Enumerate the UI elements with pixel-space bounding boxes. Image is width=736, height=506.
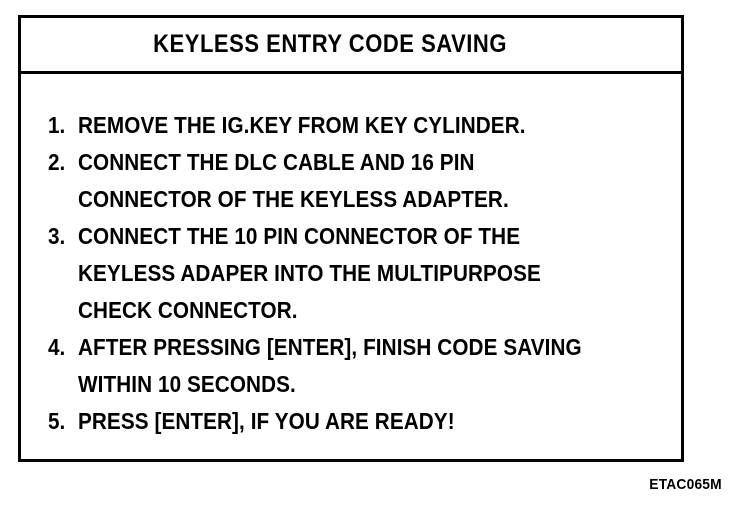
list-item: 3. CONNECT THE 10 PIN CONNECTOR OF THE	[48, 221, 681, 258]
list-item-text: CONNECTOR OF THE KEYLESS ADAPTER.	[78, 186, 509, 212]
list-item-number: 4.	[48, 334, 66, 360]
list-item: WITHIN 10 SECONDS.	[48, 369, 681, 406]
list-item: CHECK CONNECTOR.	[48, 295, 681, 332]
list-item-text: AFTER PRESSING [ENTER], FINISH CODE SAVI…	[78, 334, 582, 360]
list-item: 5. PRESS [ENTER], IF YOU ARE READY!	[48, 406, 681, 443]
list-item-text: WITHIN 10 SECONDS.	[78, 371, 296, 397]
figure-caption-code: ETAC065M	[649, 476, 722, 493]
list-item-text: CHECK CONNECTOR.	[78, 297, 298, 323]
list-item: 1. REMOVE THE IG.KEY FROM KEY CYLINDER.	[48, 110, 681, 147]
list-item-number: 1.	[48, 112, 66, 138]
list-item: KEYLESS ADAPER INTO THE MULTIPURPOSE	[48, 258, 681, 295]
list-item-text: KEYLESS ADAPER INTO THE MULTIPURPOSE	[78, 260, 541, 286]
instruction-list: 1. REMOVE THE IG.KEY FROM KEY CYLINDER. 2.…	[21, 74, 681, 459]
list-item-number: 5.	[48, 408, 66, 434]
list-item-number: 3.	[48, 223, 66, 249]
list-item: CONNECTOR OF THE KEYLESS ADAPTER.	[48, 184, 681, 221]
list-item-text: CONNECT THE DLC CABLE AND 16 PIN	[78, 149, 475, 175]
list-item: 4. AFTER PRESSING [ENTER], FINISH CODE SA…	[48, 332, 681, 369]
list-item-text: REMOVE THE IG.KEY FROM KEY CYLINDER.	[78, 112, 526, 138]
list-item-text: CONNECT THE 10 PIN CONNECTOR OF THE	[78, 223, 521, 249]
list-item-number: 2.	[48, 149, 66, 175]
list-item-text: PRESS [ENTER], IF YOU ARE READY!	[78, 408, 455, 434]
instruction-panel: KEYLESS ENTRY CODE SAVING 1. REMOVE THE I…	[18, 15, 684, 462]
page-title: KEYLESS ENTRY CODE SAVING	[153, 30, 507, 58]
list-item: 2. CONNECT THE DLC CABLE AND 16 PIN	[48, 147, 681, 184]
panel-header: KEYLESS ENTRY CODE SAVING	[21, 18, 681, 74]
